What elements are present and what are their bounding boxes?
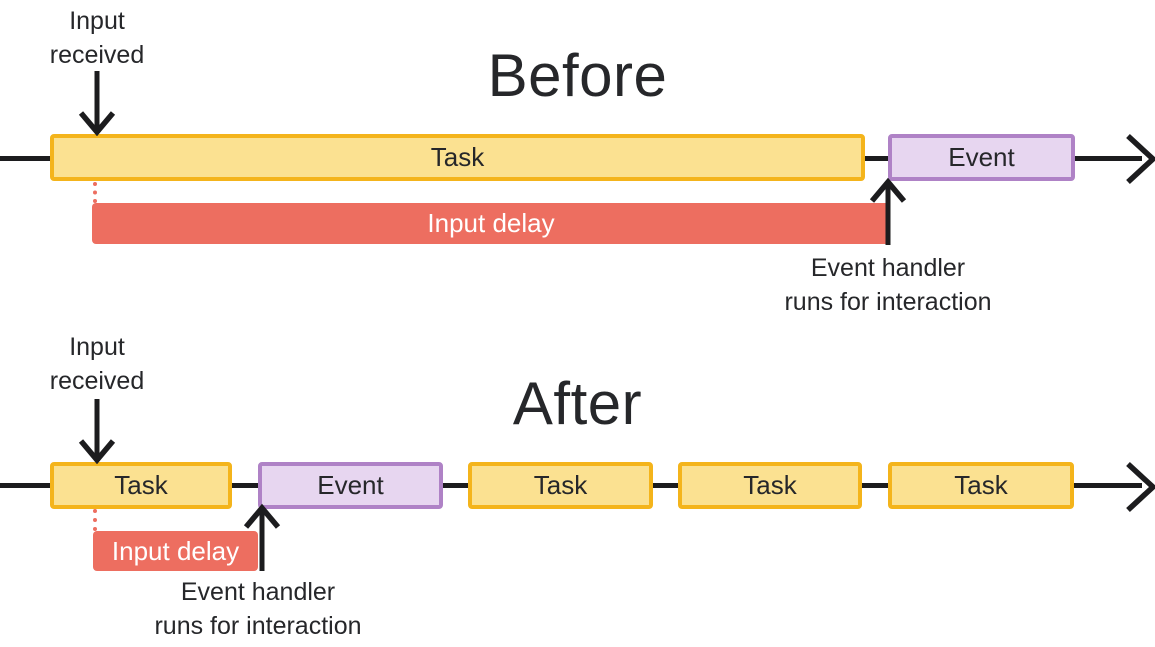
after-input-delay-bar: Input delay	[93, 531, 258, 571]
after-task-box-3: Task	[678, 462, 862, 509]
after-input-dotted-line	[93, 509, 97, 531]
after-task-box-4: Task	[888, 462, 1074, 509]
before-input-received-label: Input received	[49, 7, 145, 69]
after-input-arrow-down-icon	[78, 399, 116, 464]
before-task-box: Task	[50, 134, 865, 181]
before-title: Before	[487, 42, 668, 109]
after-title: After	[512, 370, 643, 437]
before-event-handler-arrow-up-icon	[869, 177, 907, 245]
before-event-handler-label: Event handler runs for interaction	[784, 254, 992, 316]
after-task-label-4: Task	[954, 470, 1008, 500]
before-event-label: Event	[948, 142, 1015, 172]
before-input-delay-label: Input delay	[427, 208, 555, 238]
after-task-label-1: Task	[114, 470, 168, 500]
before-input-delay-bar: Input delay	[92, 203, 890, 244]
after-event-box: Event	[258, 462, 443, 509]
before-timeline-arrowhead-icon	[1126, 133, 1155, 185]
before-input-arrow-down-icon	[78, 71, 116, 136]
after-event-handler-arrow-up-icon	[243, 503, 281, 571]
after-input-received-label: Input received	[49, 333, 145, 395]
after-event-handler-label: Event handler runs for interaction	[154, 578, 362, 640]
after-task-box-2: Task	[468, 462, 653, 509]
before-event-box: Event	[888, 134, 1075, 181]
after-task-label-3: Task	[743, 470, 797, 500]
before-task-label: Task	[430, 142, 485, 172]
before-input-dotted-line	[93, 182, 97, 203]
after-timeline-arrowhead-icon	[1126, 461, 1155, 513]
after-task-box-1: Task	[50, 462, 232, 509]
after-input-delay-label: Input delay	[111, 535, 240, 566]
after-event-label: Event	[317, 470, 384, 500]
after-task-label-2: Task	[533, 470, 588, 500]
